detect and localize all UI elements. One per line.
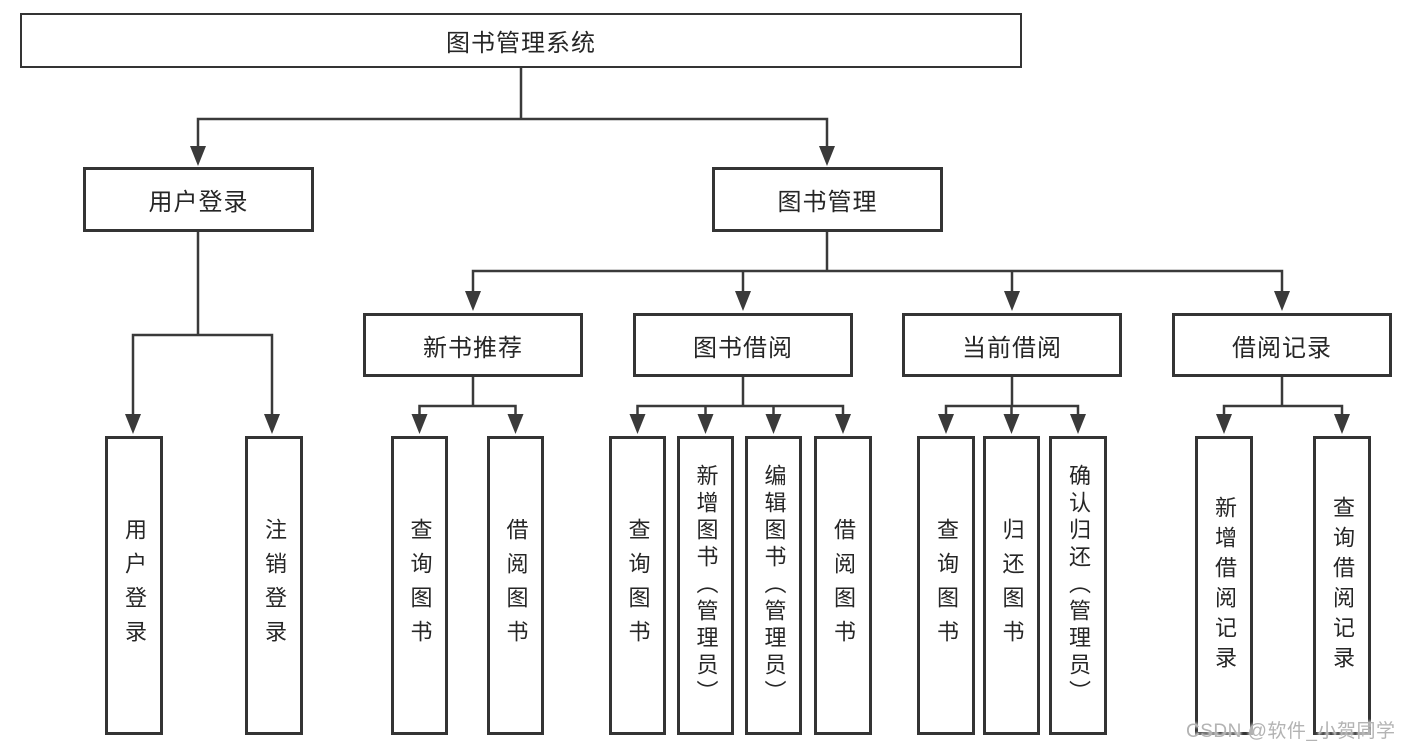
leaf-br-add-record-label: 新增借阅记录 (1212, 495, 1237, 676)
csdn-watermark: CSDN @软件_小贺同学 (1186, 721, 1396, 742)
node-borrow-record-label: 借阅记录 (1232, 334, 1332, 362)
node-book-management-label: 图书管理 (777, 189, 878, 216)
node-current-borrow-label: 当前借阅 (962, 334, 1062, 362)
node-user-login: 用户登录 (83, 167, 314, 232)
node-book-borrow-label: 图书借阅 (693, 334, 793, 362)
leaf-nb-borrow-books-label: 借阅图书 (503, 517, 529, 654)
node-book-borrow: 图书借阅 (633, 313, 853, 377)
leaf-cb-query-books: 查询图书 (917, 436, 975, 735)
leaf-br-add-record: 新增借阅记录 (1195, 436, 1253, 735)
leaf-bb-add-books-admin: 新增图书（管理员） (677, 436, 734, 735)
leaf-nb-query-books-label: 查询图书 (407, 517, 433, 654)
leaf-nb-borrow-books: 借阅图书 (487, 436, 544, 735)
leaf-logout-login: 注销登录 (245, 436, 303, 735)
leaf-bb-borrow-books: 借阅图书 (814, 436, 872, 735)
leaf-user-login-label: 用户登录 (122, 517, 147, 654)
leaf-cb-confirm-return-admin: 确认归还（管理员） (1049, 436, 1107, 735)
node-borrow-record: 借阅记录 (1172, 313, 1392, 377)
leaf-nb-query-books: 查询图书 (391, 436, 448, 735)
leaf-br-query-record: 查询借阅记录 (1313, 436, 1371, 735)
leaf-bb-query-books: 查询图书 (609, 436, 666, 735)
leaf-bb-edit-books-admin: 编辑图书（管理员） (745, 436, 802, 735)
node-new-book-recommend-label: 新书推荐 (423, 334, 523, 362)
leaf-bb-borrow-books-label: 借阅图书 (831, 517, 856, 654)
node-new-book-recommend: 新书推荐 (363, 313, 583, 377)
node-current-borrow: 当前借阅 (902, 313, 1122, 377)
leaf-bb-add-books-admin-label: 新增图书（管理员） (693, 464, 719, 707)
node-root-system: 图书管理系统 (20, 13, 1022, 68)
leaf-logout-login-label: 注销登录 (262, 517, 287, 654)
leaf-br-query-record-label: 查询借阅记录 (1330, 495, 1355, 676)
arrowheads (125, 146, 1350, 434)
leaf-bb-edit-books-admin-label: 编辑图书（管理员） (761, 464, 787, 707)
leaf-cb-return-books: 归还图书 (983, 436, 1040, 735)
leaf-cb-return-books-label: 归还图书 (999, 517, 1025, 654)
node-user-login-label: 用户登录 (148, 189, 249, 216)
leaf-bb-query-books-label: 查询图书 (625, 517, 651, 654)
node-book-management: 图书管理 (712, 167, 943, 232)
leaf-cb-confirm-return-admin-label: 确认归还（管理员） (1066, 464, 1091, 707)
node-root-system-label: 图书管理系统 (446, 30, 596, 57)
leaf-cb-query-books-label: 查询图书 (934, 517, 959, 654)
leaf-user-login: 用户登录 (105, 436, 163, 735)
